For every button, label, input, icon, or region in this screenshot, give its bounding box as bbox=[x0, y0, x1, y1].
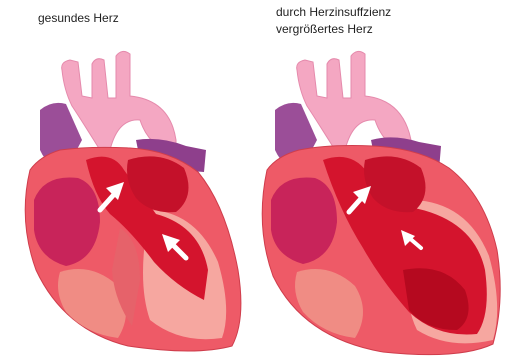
healthy-heart-illustration bbox=[0, 0, 253, 360]
enlarged-heart-illustration bbox=[253, 0, 506, 360]
healthy-heart-panel: gesundes Herz bbox=[0, 0, 253, 360]
enlarged-heart-panel: durch Herzinsuffzienz vergrößertes Herz bbox=[253, 0, 506, 360]
